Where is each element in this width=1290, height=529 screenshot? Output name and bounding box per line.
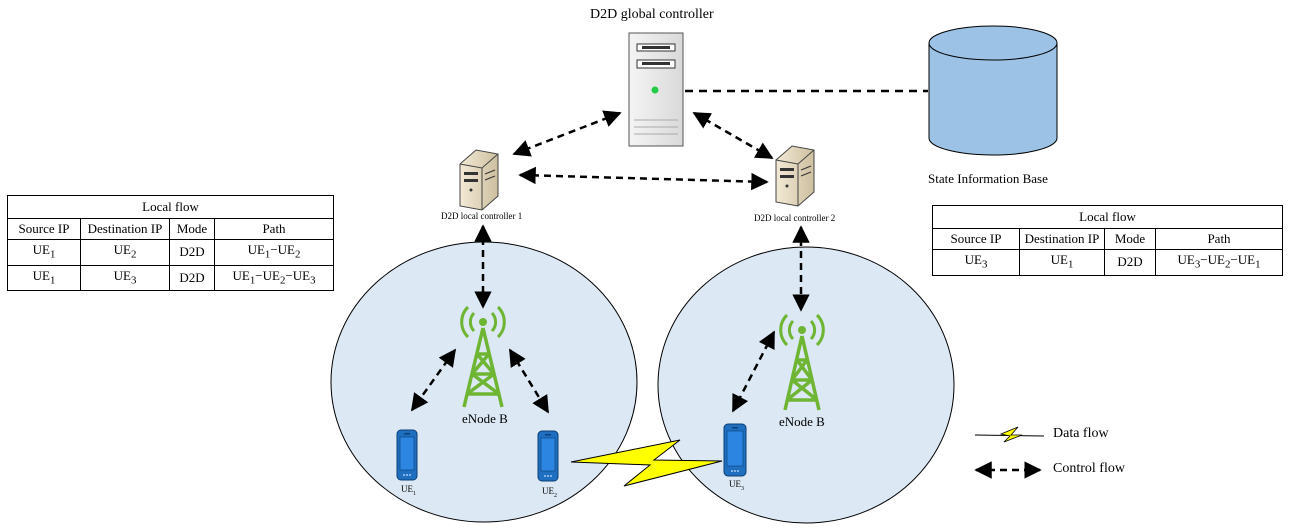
right-local-flow-table: Local flow Source IP Destination IP Mode… bbox=[932, 205, 1283, 276]
global-controller-server-icon bbox=[628, 32, 684, 147]
cell-source: UE1 bbox=[7, 264, 81, 292]
arrow-enodeb-left-ue1 bbox=[410, 348, 457, 412]
left-local-flow-table: Local flow Source IP Destination IP Mode… bbox=[7, 195, 334, 292]
cell-path: UE3−UE2−UE1 bbox=[1155, 249, 1283, 276]
enodeb-right-label: eNode B bbox=[779, 414, 825, 429]
table-caption: Local flow bbox=[7, 195, 334, 219]
cell-source: UE1 bbox=[7, 239, 81, 266]
table-header-row: Source IP Destination IP Mode Path bbox=[932, 228, 1283, 250]
state-information-base-database-icon bbox=[928, 25, 1058, 156]
ue3-label: UE3 bbox=[729, 479, 744, 492]
ue2-smartphone-icon bbox=[537, 430, 559, 482]
cell-mode: D2D bbox=[1104, 249, 1156, 276]
local-controller-1-label: D2D local controller 1 bbox=[441, 211, 523, 221]
header-destination-ip: Destination IP bbox=[80, 218, 170, 240]
header-path: Path bbox=[214, 218, 334, 240]
legend-control-flow-label: Control flow bbox=[1053, 461, 1125, 476]
header-destination-ip: Destination IP bbox=[1019, 228, 1105, 250]
table-row: UE3 UE1 D2D UE3−UE2−UE1 bbox=[932, 249, 1283, 276]
database-label: State Information Base bbox=[928, 171, 1048, 186]
table-row: UE1 UE3 D2D UE1−UE2−UE3 bbox=[7, 264, 334, 292]
local-controller-2-label: D2D local controller 2 bbox=[754, 213, 836, 223]
cell-mode: D2D bbox=[169, 239, 215, 266]
cell-source: UE3 bbox=[932, 249, 1020, 276]
arrow-enodeb-left-ue2 bbox=[508, 348, 550, 414]
table-row: UE1 UE2 D2D UE1−UE2 bbox=[7, 239, 334, 266]
control-flow-arrows bbox=[410, 110, 1042, 479]
ue2-label: UE2 bbox=[542, 486, 557, 499]
cell-destination: UE1 bbox=[1019, 249, 1105, 276]
header-source-ip: Source IP bbox=[932, 228, 1020, 250]
ue3-smartphone-icon bbox=[723, 423, 747, 477]
cell-mode: D2D bbox=[169, 264, 215, 292]
local-controller-1-server-icon bbox=[459, 149, 499, 211]
ue1-smartphone-icon bbox=[396, 429, 418, 481]
cell-path: UE1−UE2−UE3 bbox=[214, 264, 334, 292]
cell-destination: UE3 bbox=[80, 264, 170, 292]
header-path: Path bbox=[1155, 228, 1283, 250]
data-flow-lightning-icon bbox=[570, 439, 723, 487]
header-mode: Mode bbox=[169, 218, 215, 240]
arrow-global-local2 bbox=[692, 111, 774, 160]
header-mode: Mode bbox=[1104, 228, 1156, 250]
global-controller-label: D2D global controller bbox=[590, 7, 714, 22]
legend-data-flow-icon bbox=[974, 426, 1045, 443]
arrow-enodeb-right-ue3 bbox=[731, 330, 776, 413]
cell-destination: UE2 bbox=[80, 239, 170, 266]
legend-data-flow-label: Data flow bbox=[1053, 426, 1109, 441]
enodeb-left-cell-tower-icon bbox=[460, 305, 506, 408]
cell-path: UE1−UE2 bbox=[214, 239, 334, 266]
enodeb-right-cell-tower-icon bbox=[779, 313, 825, 411]
ue1-label: UE1 bbox=[401, 484, 416, 497]
table-caption: Local flow bbox=[932, 205, 1283, 229]
table-header-row: Source IP Destination IP Mode Path bbox=[7, 218, 334, 240]
enodeb-left-label: eNode B bbox=[462, 411, 508, 426]
arrow-global-local1 bbox=[512, 110, 622, 157]
header-source-ip: Source IP bbox=[7, 218, 81, 240]
local-controller-2-server-icon bbox=[775, 145, 815, 207]
arrow-local1-local2 bbox=[518, 166, 769, 191]
